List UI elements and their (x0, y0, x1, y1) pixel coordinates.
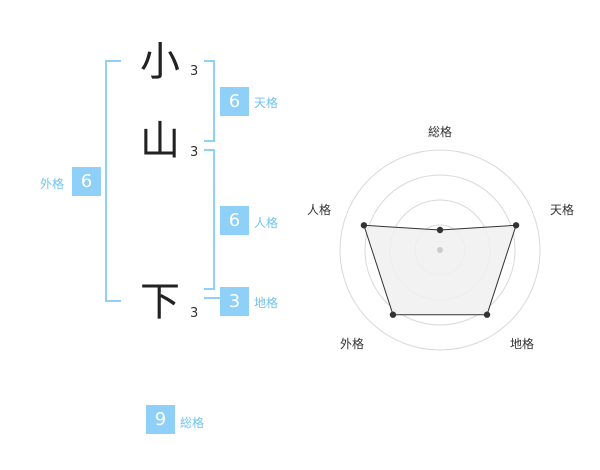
radar-point-2 (483, 311, 491, 318)
tenkaku-bracket (204, 60, 215, 142)
gaikaku-label: 外格 (40, 177, 65, 191)
radar-ring (339, 149, 541, 351)
radar-center (437, 247, 443, 253)
chikaku-value: 3 (220, 287, 249, 316)
radar-point-0 (436, 226, 444, 234)
radar-label-soukaku: 総格 (428, 125, 453, 139)
tenkaku-label: 天格 (254, 96, 279, 110)
radar-label-chikaku: 地格 (510, 337, 535, 351)
name-char-1: 小 (140, 39, 180, 85)
radar-ring (364, 174, 516, 326)
radar-point-1 (512, 222, 520, 229)
name-char-3: 下 (140, 279, 180, 325)
radar-point-4 (360, 222, 368, 229)
radar-label-tenkaku: 天格 (550, 203, 575, 217)
jinkaku-bracket (204, 149, 215, 290)
chikaku-connector (204, 297, 220, 299)
radar-label-jinkaku: 人格 (307, 203, 332, 217)
gaikaku-value: 6 (72, 167, 101, 196)
soukaku-value: 9 (146, 405, 175, 434)
stroke-count-3: 3 (190, 306, 199, 321)
radar-series-polygon (363, 224, 517, 316)
radar-label-gaikaku: 外格 (340, 337, 365, 351)
name-char-2: 山 (140, 118, 180, 164)
jinkaku-label: 人格 (254, 216, 279, 230)
tenkaku-value: 6 (220, 87, 249, 116)
stroke-count-1: 3 (190, 64, 199, 79)
jinkaku-value: 6 (220, 206, 249, 235)
soukaku-label: 総格 (180, 416, 205, 430)
stroke-count-2: 3 (190, 145, 199, 160)
gaikaku-bracket (105, 60, 121, 302)
radar-point-3 (389, 311, 397, 318)
chikaku-label: 地格 (254, 296, 279, 310)
